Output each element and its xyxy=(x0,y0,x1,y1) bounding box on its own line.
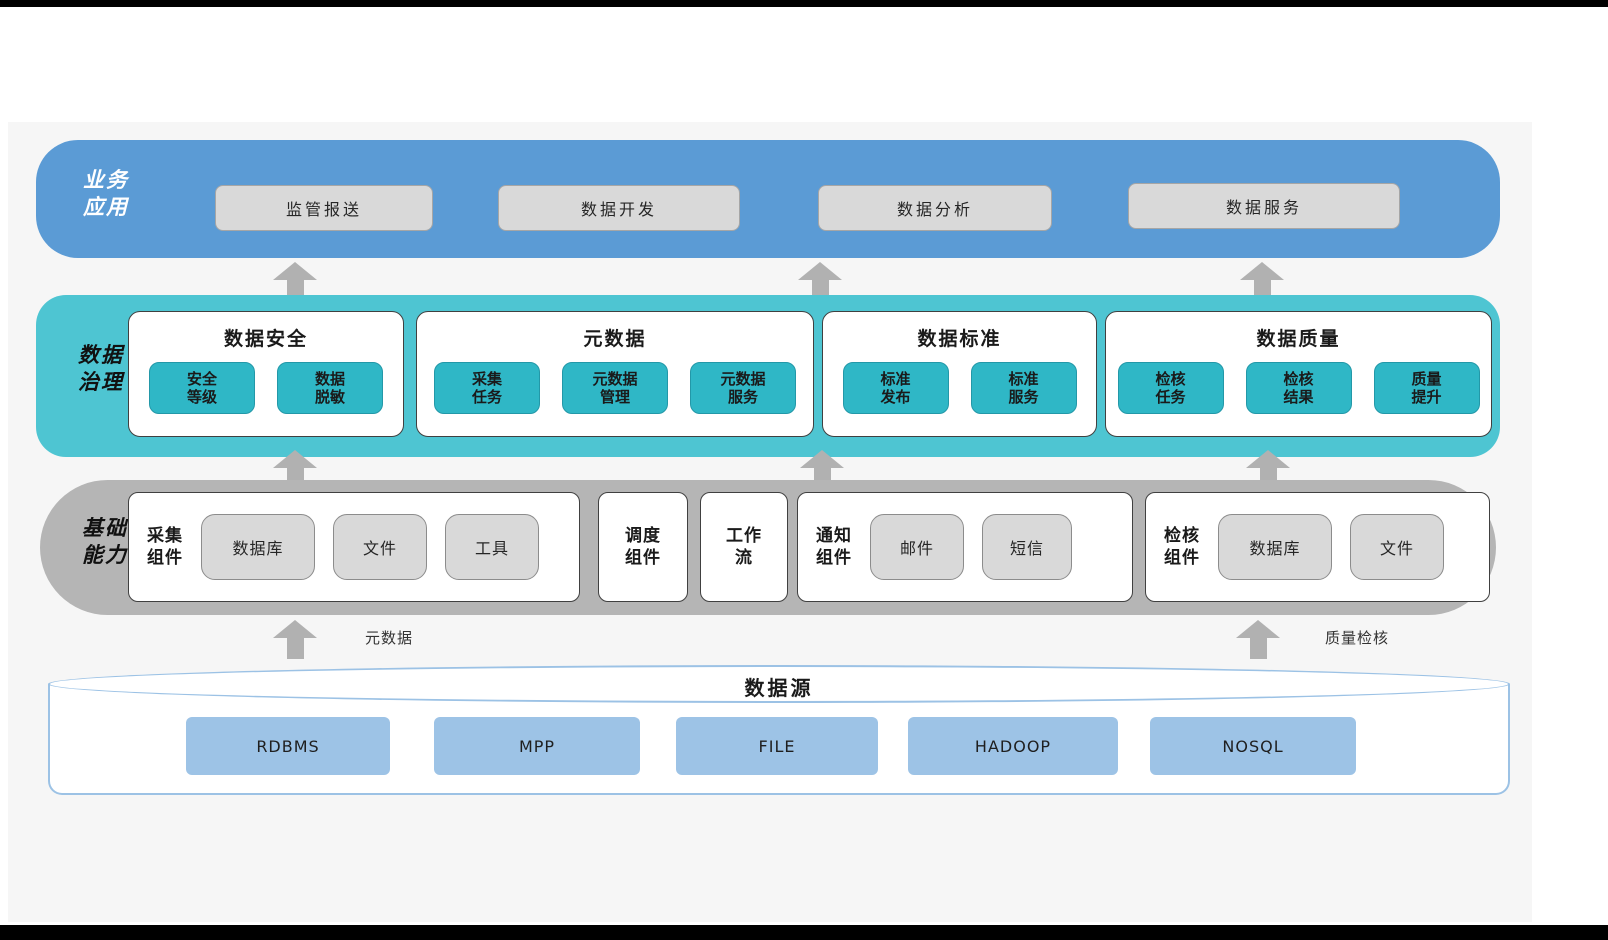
up-arrow xyxy=(1240,262,1284,296)
foundation-item-database: 数据库 xyxy=(1218,514,1332,580)
foundation-group-check: 检核 组件 数据库 文件 xyxy=(1145,492,1490,602)
arrow-head-icon xyxy=(273,620,317,638)
governance-item-data-masking: 数据 脱敏 xyxy=(277,362,383,414)
foundation-group-scheduler: 调度 组件 xyxy=(598,492,688,602)
arrow-head-icon xyxy=(798,262,842,280)
business-app-data-service: 数据服务 xyxy=(1128,183,1400,229)
layer-foundation-capability: 基础 能力 采集 组件 数据库 文件 工具 调度 组件 工作 流 通知 组件 邮… xyxy=(40,480,1496,615)
layer-label-business: 业务 应用 xyxy=(83,168,129,220)
arrow-head-icon xyxy=(800,450,844,468)
up-arrow xyxy=(798,262,842,296)
arrow-head-icon xyxy=(1236,620,1280,638)
group-title: 数据标准 xyxy=(917,328,1002,350)
group-title: 数据质量 xyxy=(1256,328,1341,350)
datasource-item-nosql: NOSQL xyxy=(1150,717,1356,775)
foundation-item-file: 文件 xyxy=(333,514,427,580)
group-items: 标准 发布 标准 服务 xyxy=(823,362,1096,414)
up-arrow xyxy=(273,620,317,659)
foundation-group-notification: 通知 组件 邮件 短信 xyxy=(797,492,1133,602)
data-source-title: 数据源 xyxy=(744,676,814,700)
arrow-head-icon xyxy=(1240,262,1284,280)
governance-item-standard-service: 标准 服务 xyxy=(970,362,1077,414)
foundation-item-tool: 工具 xyxy=(445,514,539,580)
layer-data-source: 数据源 RDBMS MPP FILE HADOOP NOSQL xyxy=(48,665,1510,795)
governance-item-metadata-management: 元数据 管理 xyxy=(562,362,668,414)
up-arrow xyxy=(1236,620,1280,659)
foundation-item-file: 文件 xyxy=(1350,514,1444,580)
arrow-head-icon xyxy=(273,450,317,468)
group-title: 元数据 xyxy=(583,328,647,350)
foundation-group-workflow: 工作 流 xyxy=(700,492,788,602)
group-title: 工作 流 xyxy=(726,525,762,568)
foundation-item-email: 邮件 xyxy=(870,514,964,580)
top-black-bar xyxy=(0,0,1608,7)
governance-item-quality-improvement: 质量 提升 xyxy=(1373,362,1480,414)
datasource-item-file: FILE xyxy=(676,717,878,775)
up-arrow xyxy=(1246,450,1290,484)
up-arrow xyxy=(273,450,317,484)
layer-label-foundation: 基础 能力 xyxy=(82,516,128,568)
flow-label-metadata: 元数据 xyxy=(365,629,414,647)
governance-item-collection-task: 采集 任务 xyxy=(434,362,540,414)
cylinder-top-ellipse xyxy=(48,665,1510,703)
business-app-data-analysis: 数据分析 xyxy=(818,185,1052,231)
foundation-group-collection: 采集 组件 数据库 文件 工具 xyxy=(128,492,580,602)
arrow-stem xyxy=(811,280,829,296)
bottom-black-bar xyxy=(0,925,1608,940)
governance-group-data-quality: 数据质量 检核 任务 检核 结果 质量 提升 xyxy=(1105,311,1492,437)
group-title: 检核 组件 xyxy=(1164,525,1200,568)
governance-item-metadata-service: 元数据 服务 xyxy=(690,362,796,414)
arrow-stem xyxy=(1253,280,1271,296)
up-arrow xyxy=(800,450,844,484)
governance-item-check-result: 检核 结果 xyxy=(1245,362,1352,414)
datasource-item-hadoop: HADOOP xyxy=(908,717,1118,775)
arrow-head-icon xyxy=(273,262,317,280)
business-app-regulatory-reporting: 监管报送 xyxy=(215,185,433,231)
group-items: 检核 任务 检核 结果 质量 提升 xyxy=(1106,362,1491,414)
arrow-stem xyxy=(1249,638,1267,659)
group-items: 安全 等级 数据 脱敏 xyxy=(129,362,403,414)
arrow-stem xyxy=(286,280,304,296)
arrow-head-icon xyxy=(1246,450,1290,468)
governance-item-security-level: 安全 等级 xyxy=(149,362,255,414)
governance-group-metadata: 元数据 采集 任务 元数据 管理 元数据 服务 xyxy=(416,311,814,437)
governance-item-standard-publish: 标准 发布 xyxy=(842,362,949,414)
governance-item-check-task: 检核 任务 xyxy=(1117,362,1224,414)
business-app-data-development: 数据开发 xyxy=(498,185,740,231)
datasource-item-rdbms: RDBMS xyxy=(186,717,390,775)
group-title: 数据安全 xyxy=(223,328,308,350)
governance-group-data-security: 数据安全 安全 等级 数据 脱敏 xyxy=(128,311,404,437)
layer-business-apps: 业务 应用 监管报送 数据开发 数据分析 数据服务 xyxy=(36,140,1500,258)
group-title: 通知 组件 xyxy=(816,525,852,568)
layer-data-governance: 数据 治理 数据安全 安全 等级 数据 脱敏 元数据 采集 任务 元数据 管理 … xyxy=(36,295,1500,457)
layer-label-governance: 数据 治理 xyxy=(78,343,124,395)
foundation-item-database: 数据库 xyxy=(201,514,315,580)
flow-label-quality-check: 质量检核 xyxy=(1325,629,1390,647)
foundation-item-sms: 短信 xyxy=(982,514,1072,580)
group-items: 采集 任务 元数据 管理 元数据 服务 xyxy=(417,362,813,414)
up-arrow xyxy=(273,262,317,296)
governance-group-data-standard: 数据标准 标准 发布 标准 服务 xyxy=(822,311,1097,437)
datasource-item-mpp: MPP xyxy=(434,717,640,775)
group-title: 采集 组件 xyxy=(147,525,183,568)
group-title: 调度 组件 xyxy=(625,525,661,568)
arrow-stem xyxy=(286,638,304,659)
